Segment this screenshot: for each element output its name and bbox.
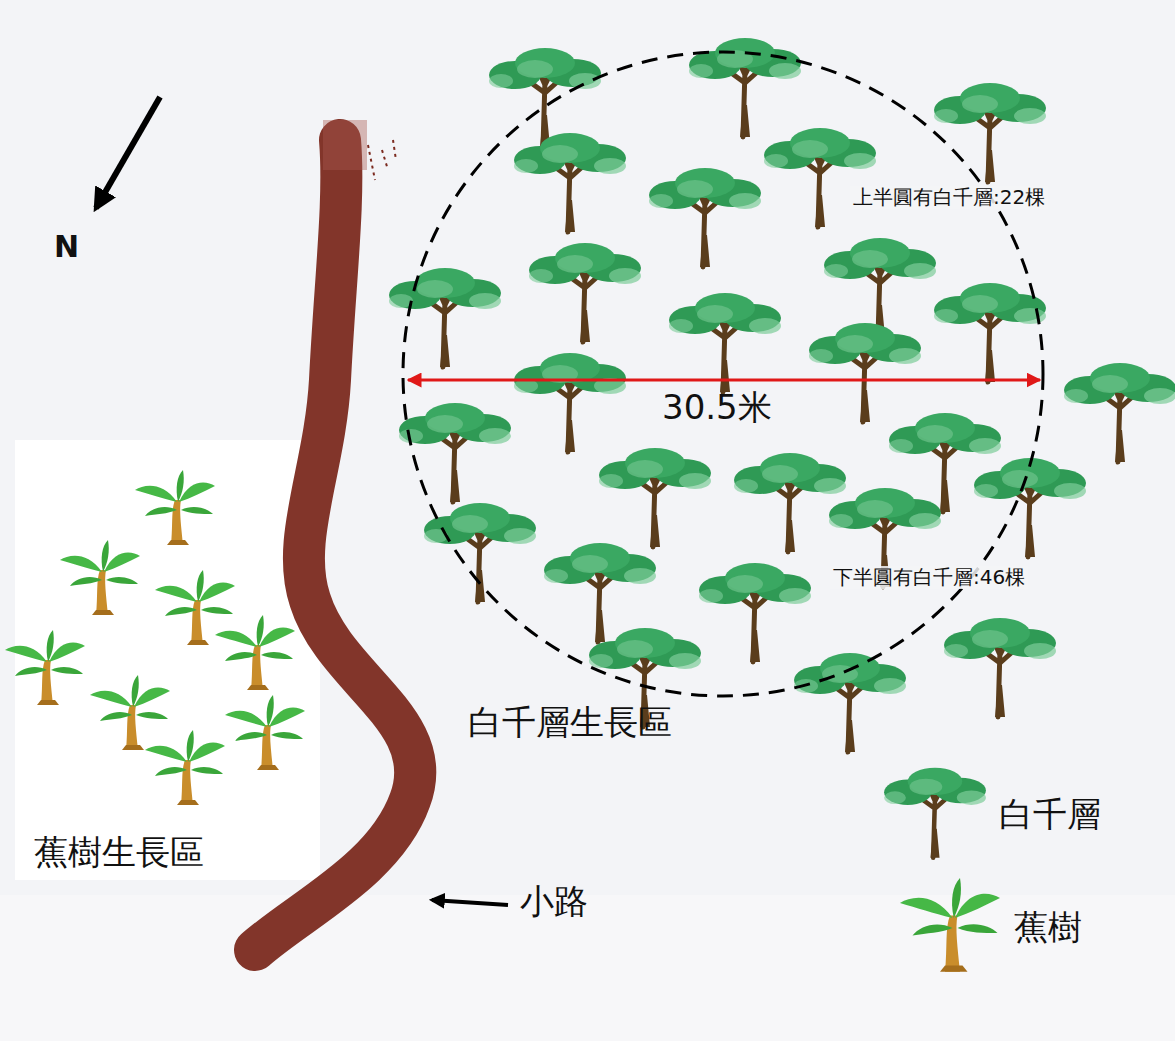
melaleuca-tree xyxy=(699,563,811,662)
banana-tree xyxy=(145,730,225,805)
dimension-label: 30.5米 xyxy=(662,388,772,427)
count-note: 下半圓有白千層:46棵 xyxy=(830,566,1028,589)
legend-symbol xyxy=(875,765,995,865)
melaleuca-tree xyxy=(974,458,1086,557)
banana-tree xyxy=(225,695,305,770)
melaleuca-trees xyxy=(389,38,1175,752)
count-note: 上半圓有白千層:22棵 xyxy=(850,186,1048,209)
area-label: 蕉樹生長區 xyxy=(34,833,204,872)
melaleuca-tree xyxy=(824,238,936,337)
melaleuca-tree xyxy=(944,618,1056,717)
road-label: 小路 xyxy=(520,882,588,921)
banana-tree xyxy=(215,615,295,690)
sample-circle xyxy=(403,52,1043,696)
legend-text: 白千層 xyxy=(999,792,1101,838)
melaleuca-tree xyxy=(934,283,1046,382)
legend-symbol xyxy=(890,878,1010,978)
melaleuca-tree xyxy=(514,133,626,232)
banana-tree xyxy=(135,470,215,545)
banana-tree xyxy=(90,675,170,750)
melaleuca-tree xyxy=(399,403,511,502)
banana-tree xyxy=(60,540,140,615)
melaleuca-tree xyxy=(514,353,626,452)
melaleuca-tree xyxy=(489,48,601,147)
melaleuca-tree xyxy=(529,243,641,342)
road-end-dots xyxy=(368,140,396,180)
banana-area-ground xyxy=(15,440,320,880)
area-label: 白千層生長區 xyxy=(468,703,672,742)
melaleuca-tree xyxy=(934,83,1046,182)
diameter-arrow xyxy=(408,379,1040,382)
melaleuca-tree xyxy=(734,453,846,552)
melaleuca-tree xyxy=(1064,363,1175,462)
path-road xyxy=(255,140,415,950)
banana-tree xyxy=(5,630,85,705)
melaleuca-tree xyxy=(809,323,921,422)
legend-entry: 蕉樹 xyxy=(890,878,1082,978)
legend-entry: 白千層 xyxy=(875,765,1101,865)
melaleuca-tree xyxy=(599,448,711,547)
melaleuca-tree xyxy=(794,653,906,752)
melaleuca-tree xyxy=(649,168,761,267)
legend-text: 蕉樹 xyxy=(1014,905,1082,951)
banana-trees xyxy=(5,470,305,805)
north-arrow xyxy=(96,97,160,208)
melaleuca-tree xyxy=(669,293,781,392)
melaleuca-tree xyxy=(389,268,501,367)
road-fade xyxy=(323,120,367,170)
melaleuca-tree xyxy=(764,128,876,227)
north-label: N xyxy=(54,230,79,265)
melaleuca-tree xyxy=(544,543,656,642)
leader-arrow xyxy=(432,900,508,905)
melaleuca-tree xyxy=(424,503,536,602)
